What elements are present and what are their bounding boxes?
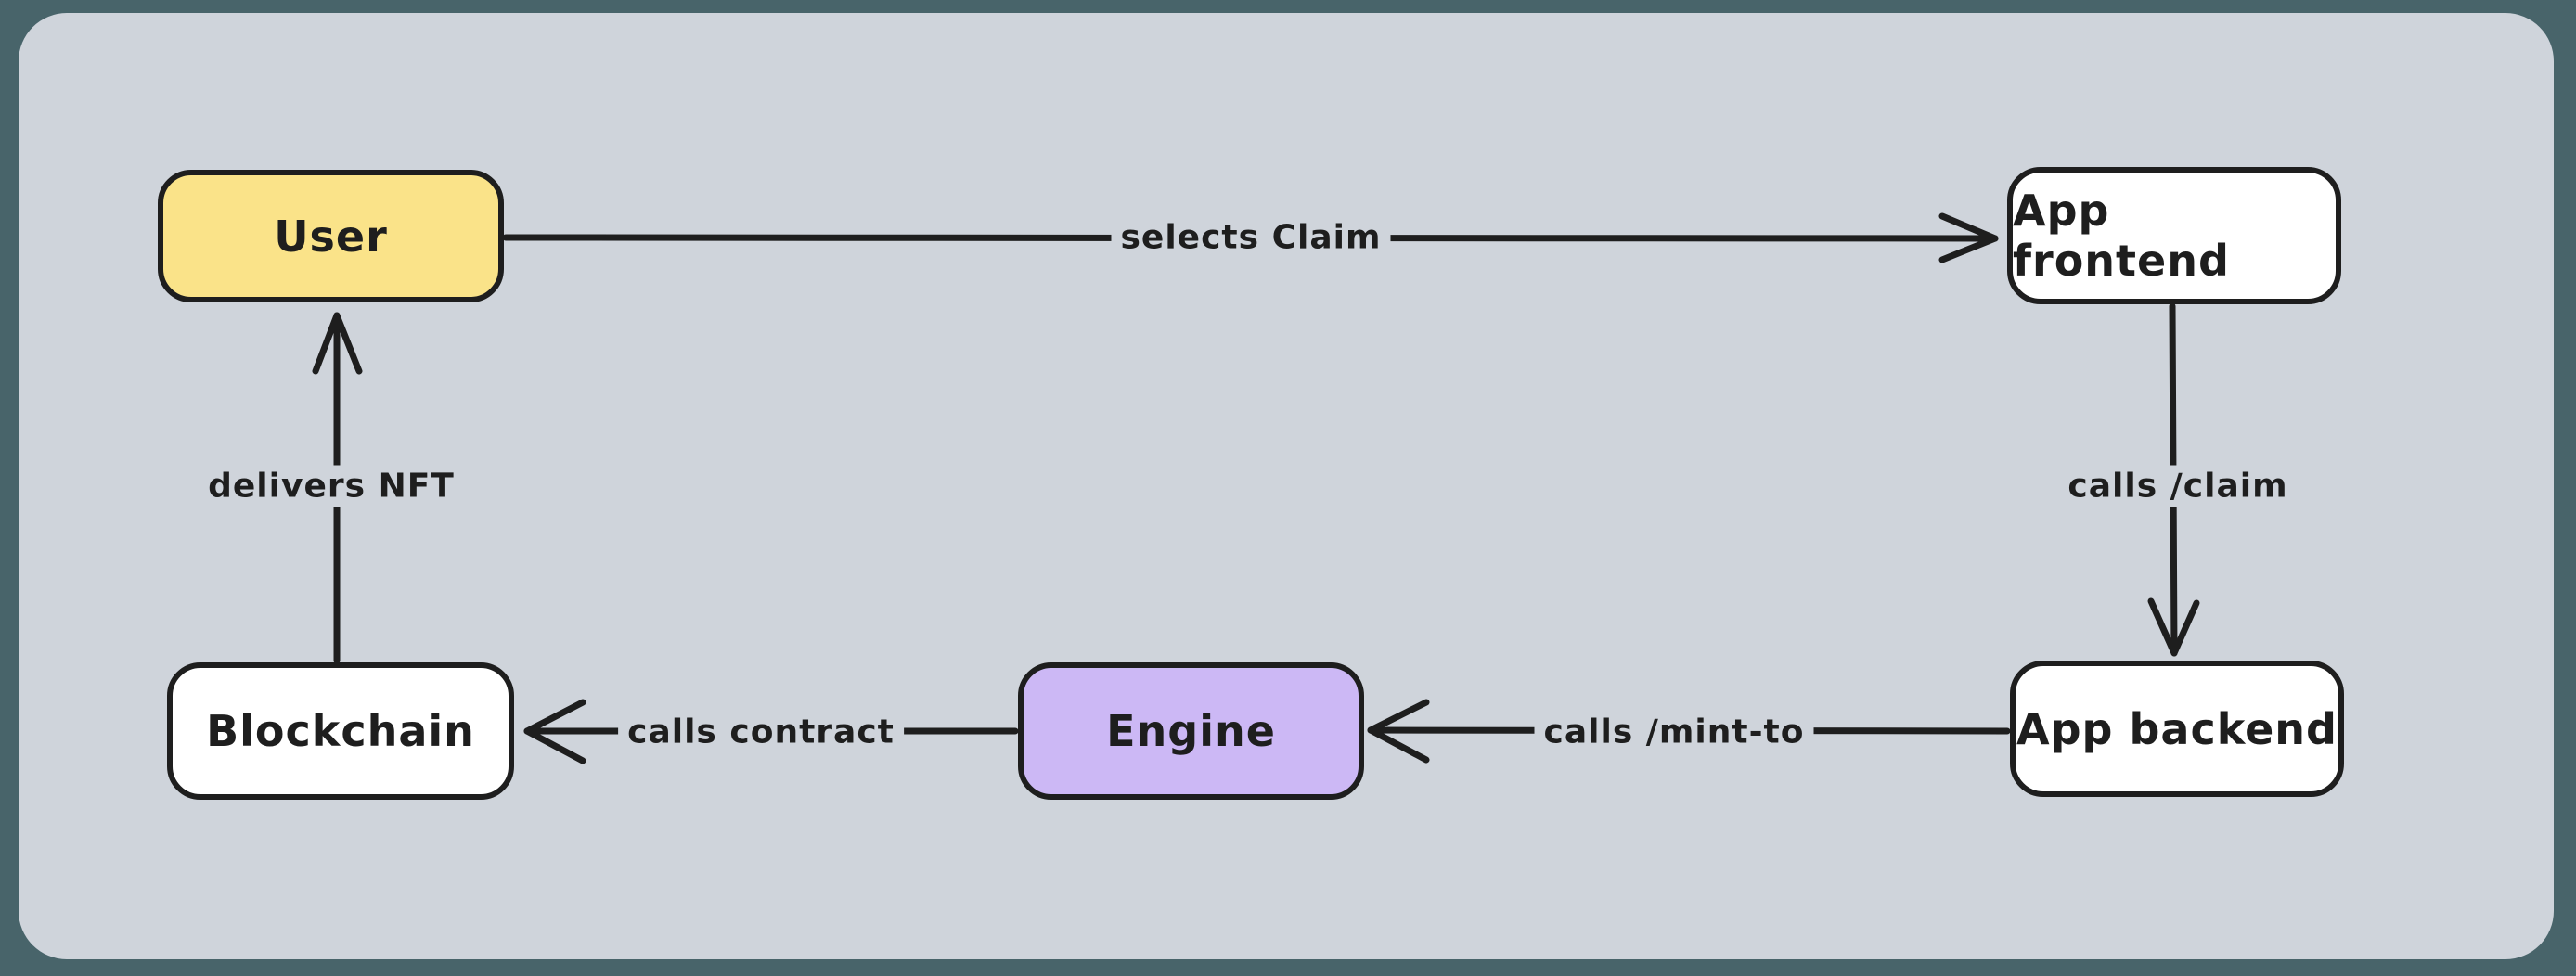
node-engine: Engine bbox=[1018, 662, 1364, 800]
edge-label-delivers-nft: delivers NFT bbox=[199, 465, 464, 507]
node-app-backend-label: App backend bbox=[2016, 703, 2338, 754]
node-user: User bbox=[158, 170, 504, 302]
edge-label-calls-contract: calls contract bbox=[618, 711, 904, 753]
node-blockchain-label: Blockchain bbox=[206, 706, 475, 756]
node-app-backend: App backend bbox=[2010, 661, 2344, 797]
node-user-label: User bbox=[274, 211, 388, 262]
node-app-frontend-label: App frontend bbox=[2013, 186, 2230, 286]
edge-label-selects-claim: selects Claim bbox=[1111, 216, 1391, 259]
node-engine-label: Engine bbox=[1106, 706, 1276, 756]
edge-label-calls-claim: calls /claim bbox=[2058, 465, 2298, 507]
node-blockchain: Blockchain bbox=[167, 662, 514, 800]
node-app-frontend: App frontend bbox=[2007, 167, 2341, 304]
edge-label-calls-mint-to: calls /mint-to bbox=[1534, 711, 1814, 753]
